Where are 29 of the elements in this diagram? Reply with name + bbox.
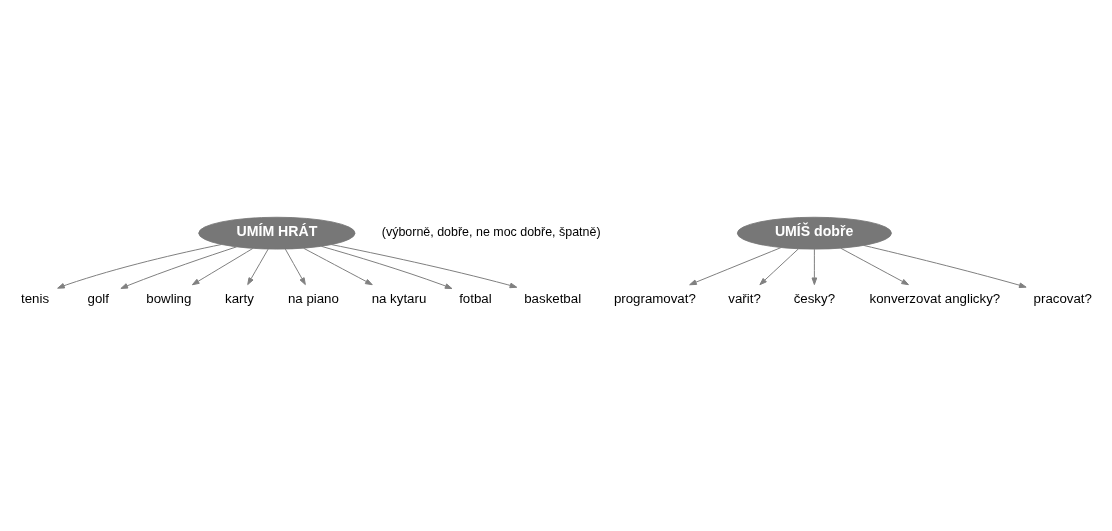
node-text: golf	[87, 290, 109, 306]
node-text: fotbal	[459, 290, 492, 306]
arrow	[120, 245, 238, 289]
node-text: na kytaru	[371, 290, 427, 306]
arrow	[840, 247, 909, 285]
node-text: programovat?	[613, 290, 696, 306]
arrow	[863, 244, 1027, 288]
node-text: pracovat?	[1033, 290, 1092, 306]
arrow	[689, 246, 782, 285]
node-ellipse: UMÍM HRÁT	[198, 216, 356, 250]
node-text: karty	[225, 290, 254, 306]
node-text: na piano	[287, 290, 339, 306]
arrow	[57, 243, 223, 289]
node-label: (výborně, dobře, ne moc dobře, špatně)	[381, 224, 601, 239]
arrow	[303, 247, 373, 285]
arrow	[247, 248, 269, 285]
node-ellipse: UMÍŠ dobře	[736, 216, 892, 250]
node-text: česky?	[793, 290, 836, 306]
node-text: tenis	[21, 290, 50, 306]
node-text: basketbal	[524, 290, 582, 306]
arrow	[284, 248, 306, 285]
arrow	[759, 247, 800, 285]
node-text: vařit?	[728, 290, 761, 306]
arrow	[330, 243, 518, 288]
node-text: konverzovat anglicky?	[869, 290, 1001, 306]
arrow	[811, 248, 818, 285]
arrow	[320, 245, 453, 289]
arrow	[191, 247, 254, 285]
node-text: bowling	[146, 290, 192, 306]
